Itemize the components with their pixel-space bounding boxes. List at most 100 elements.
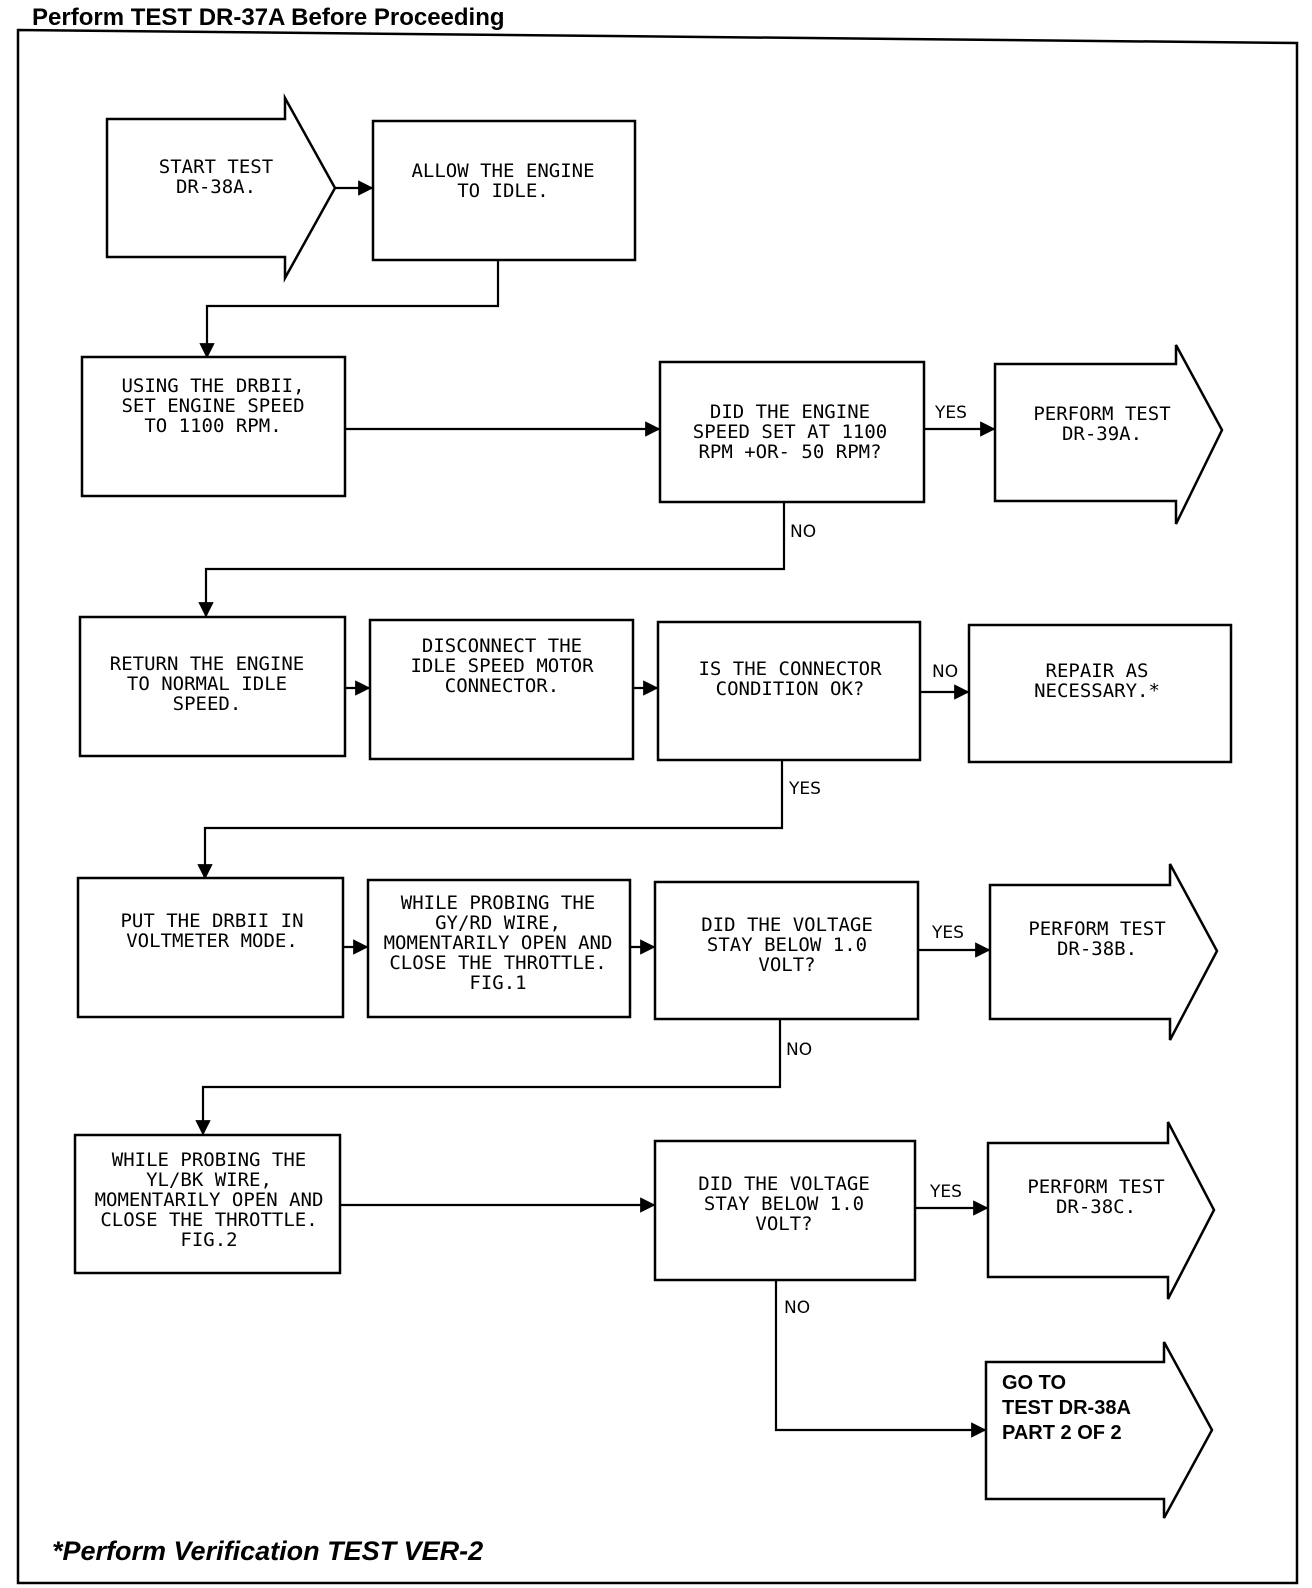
node-text-line: NECESSARY.*	[1034, 680, 1160, 702]
node-text-line: VOLT?	[758, 954, 815, 976]
node-text-line: PERFORM TEST	[1027, 1176, 1164, 1198]
label-voltage2-yes: YES	[929, 1182, 962, 1202]
node-text-line: PERFORM TEST	[1033, 403, 1170, 425]
node-text-line: SET ENGINE SPEED	[121, 395, 304, 417]
node-text-line: IDLE SPEED MOTOR	[410, 655, 594, 677]
label-voltage2-no: NO	[784, 1298, 810, 1318]
node-text-line: DR-38C.	[1056, 1196, 1136, 1218]
node-text-line: TO IDLE.	[457, 180, 549, 202]
node-text-line: DID THE ENGINE	[710, 401, 870, 423]
node-text-line: PERFORM TEST	[1028, 918, 1165, 940]
goto-part2-node: GO TO TEST DR-38A PART 2 OF 2	[1002, 1372, 1131, 1444]
node-text-line: WHILE PROBING THE	[401, 892, 595, 914]
node-text-line: CONNECTOR.	[445, 675, 559, 697]
start-arrow-shape	[105, 93, 337, 283]
flow-nodes	[73, 93, 1233, 1519]
node-text-line: STAY BELOW 1.0	[707, 934, 867, 956]
node-text-line: RPM +OR- 50 RPM?	[698, 441, 881, 463]
goto-arrow-shape	[984, 1341, 1214, 1519]
set-speed-box	[80, 355, 347, 498]
probe-yl-box	[73, 1133, 342, 1275]
node-text-line: DID THE VOLTAGE	[698, 1173, 870, 1195]
did-speed-box	[658, 360, 926, 504]
node-text-line: VOLT?	[755, 1213, 812, 1235]
idle-box	[371, 119, 637, 262]
node-text-line: IS THE CONNECTOR	[698, 658, 882, 680]
node-text-line: CONDITION OK?	[716, 678, 865, 700]
node-text-line: TEST DR-38A	[1002, 1397, 1131, 1419]
node-text-line: DR-39A.	[1062, 423, 1142, 445]
node-text-line: PUT THE DRBII IN	[120, 910, 303, 932]
probe-gy-box	[366, 878, 632, 1019]
label-speed-yes: YES	[934, 403, 967, 423]
connector-voltage2-no	[774, 1280, 987, 1438]
label-voltage1-yes: YES	[931, 923, 964, 943]
node-text-line: SPEED.	[173, 693, 242, 715]
node-text-line: DISCONNECT THE	[422, 635, 582, 657]
page-header: Perform TEST DR-37A Before Proceeding	[32, 4, 505, 31]
label-condition-no: NO	[932, 662, 958, 682]
node-text-line: DR-38A.	[176, 176, 256, 198]
node-text-line: START TEST	[159, 156, 273, 178]
node-text-line: YL/BK WIRE,	[146, 1169, 272, 1191]
voltage1-box	[653, 880, 920, 1021]
label-speed-no: NO	[790, 522, 816, 542]
node-text-line: CLOSE THE THROTTLE.	[389, 952, 606, 974]
repair-box	[967, 623, 1233, 764]
connector-condition-yes	[197, 760, 784, 880]
connector-voltage1-no	[195, 1019, 782, 1136]
page-frame	[16, 28, 1299, 1585]
node-text-line: TO 1100 RPM.	[144, 415, 281, 437]
dr38b-arrow-shape	[988, 863, 1219, 1041]
node-text-line: DID THE VOLTAGE	[701, 914, 873, 936]
node-text-line: PART 2 OF 2	[1002, 1422, 1122, 1444]
node-text-line: RETURN THE ENGINE	[110, 653, 304, 675]
dr38c-arrow-shape	[986, 1121, 1216, 1300]
node-text-line: VOLTMETER MODE.	[126, 930, 298, 952]
node-text-line: SPEED SET AT 1100	[693, 421, 887, 443]
return-idle-box	[78, 615, 347, 758]
connector-did-speed-no	[198, 502, 786, 618]
node-text-line: FIG.1	[469, 972, 526, 994]
node-text-line: GY/RD WIRE,	[435, 912, 561, 934]
node-text-line: CLOSE THE THROTTLE.	[100, 1209, 317, 1231]
node-text-line: MOMENTARILY OPEN AND	[95, 1189, 324, 1211]
voltage2-box	[653, 1139, 917, 1282]
connectors	[195, 180, 996, 1438]
connector-idle-to-set-speed	[199, 260, 500, 359]
node-text-line: DR-38B.	[1057, 938, 1137, 960]
page-footer: *Perform Verification TEST VER-2	[52, 1536, 483, 1566]
connector-ok-box	[656, 620, 922, 762]
node-text-line: USING THE DRBII,	[121, 375, 304, 397]
disconnect-box	[368, 618, 635, 761]
node-text-line: GO TO	[1002, 1372, 1066, 1394]
node-text-line: TO NORMAL IDLE	[127, 673, 287, 695]
node-text-line: WHILE PROBING THE	[112, 1149, 306, 1171]
label-voltage1-no: NO	[786, 1040, 812, 1060]
node-text-line: MOMENTARILY OPEN AND	[384, 932, 613, 954]
node-text-line: REPAIR AS	[1046, 660, 1149, 682]
dr39a-arrow-shape	[993, 344, 1224, 525]
node-text-line: STAY BELOW 1.0	[704, 1193, 864, 1215]
label-condition-yes: YES	[788, 779, 821, 799]
voltmeter-box	[76, 876, 345, 1019]
node-text-line: FIG.2	[180, 1229, 237, 1251]
node-text-line: ALLOW THE ENGINE	[411, 160, 594, 182]
